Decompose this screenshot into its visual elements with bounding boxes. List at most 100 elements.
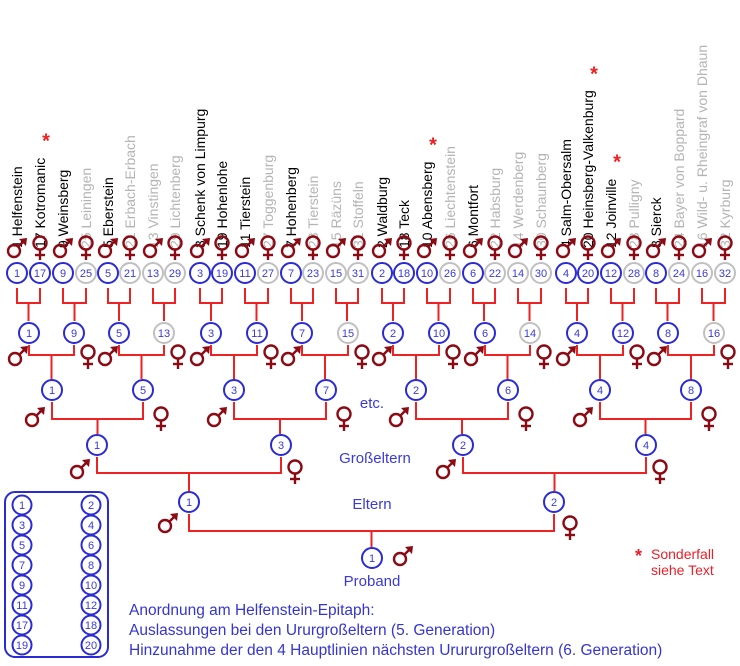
female-symbol-icon (652, 459, 668, 484)
female-symbol-icon (32, 235, 48, 260)
node-number: 14 (524, 328, 536, 340)
legend-node: 5 (11, 534, 33, 556)
male-symbol-icon (97, 238, 118, 259)
ancestor-node-gen4: 1 (41, 379, 63, 401)
ancestor-name: 25 Leiningen (78, 168, 94, 248)
ancestor-name: 21 Erbach-Erbach (122, 135, 138, 248)
special-case-star-icon: * (429, 135, 437, 157)
node-number: 20 (582, 268, 594, 280)
node-number: 1 (14, 268, 20, 280)
pair-connector (610, 288, 635, 304)
female-symbol-icon (78, 235, 94, 260)
node-number: 31 (352, 268, 364, 280)
legend-node: 2 (80, 494, 102, 516)
node-number: 15 (330, 268, 342, 280)
female-symbol-icon (717, 235, 733, 260)
ancestor-node-gen6: 17 (29, 262, 51, 284)
special-case-star-icon: * (42, 131, 50, 153)
ancestor-node-gen3: 3 (270, 434, 292, 456)
ancestor-node-gen6: 1 (6, 262, 28, 284)
node-number: 2 (379, 268, 385, 280)
svg-text:8: 8 (88, 560, 94, 572)
node-circle (635, 434, 657, 456)
pair-connector (152, 288, 176, 304)
node-number: 27 (262, 268, 274, 280)
ancestor-node-gen6: 19 (211, 262, 233, 284)
node-number: 10 (433, 328, 445, 340)
node-number: 15 (342, 328, 354, 340)
ancestor-node-gen6: 14 (507, 262, 529, 284)
pair-connector (335, 288, 359, 304)
node-number: 29 (169, 268, 181, 280)
legend-node: 8 (80, 554, 102, 576)
ancestor-name: 12 Joinville (603, 179, 619, 248)
grandparents-label: Großeltern (339, 450, 411, 467)
node-circle (371, 262, 393, 284)
node-number: 8 (665, 328, 671, 340)
node-number: 1 (26, 328, 32, 340)
male-symbol-icon (157, 513, 178, 534)
ancestor-node-gen6: 26 (439, 262, 461, 284)
node-number: 26 (444, 268, 456, 280)
ancestor-node-gen6: 23 (302, 262, 324, 284)
ancestor-node-gen6: 2 (371, 262, 393, 284)
node-number: 4 (643, 440, 649, 452)
node-circle (270, 434, 292, 456)
ancestor-node-gen5: 4 (566, 322, 588, 344)
node-number: 1 (94, 440, 100, 452)
node-circle (86, 434, 108, 456)
ancestor-node-gen6: 6 (462, 262, 484, 284)
female-symbol-icon (533, 235, 549, 260)
node-circle (189, 262, 211, 284)
node-number: 5 (116, 328, 122, 340)
special-case-line2: siehe Text (651, 562, 714, 578)
svg-text:7: 7 (19, 560, 25, 572)
ancestor-name: 29 Lichtenberg (167, 155, 183, 248)
svg-text:10: 10 (85, 580, 97, 592)
pair-connector (517, 288, 542, 304)
legend-node: 18 (80, 614, 102, 636)
special-case-line1: Sonderfall (651, 546, 715, 562)
node-number: 12 (605, 268, 617, 280)
legend-node: 6 (80, 534, 102, 556)
ancestor-name: 5 Eberstein (100, 177, 116, 248)
male-symbol-icon (600, 238, 621, 259)
node-circle (291, 322, 313, 344)
ancestor-name: 26 Liechtenstein (442, 146, 458, 248)
node-number: 5 (105, 268, 111, 280)
pair-connector (233, 402, 327, 420)
proband-node: 1 (361, 547, 383, 569)
node-circle (474, 322, 496, 344)
node-number: 16 (696, 268, 708, 280)
male-symbol-icon (392, 546, 413, 567)
node-number: 3 (208, 328, 214, 340)
ancestor-name: 13 Vinstingen (145, 163, 161, 248)
node-number: 16 (708, 328, 720, 340)
note-additions: Hinzunahme der den 4 Hauptlinien nächste… (129, 642, 663, 659)
node-circle (600, 262, 622, 284)
ancestor-name: 18 Teck (396, 199, 412, 248)
svg-text:19: 19 (16, 640, 28, 652)
node-number: 24 (673, 268, 685, 280)
ancestor-node-gen5: 16 (703, 322, 725, 344)
node-number: 3 (197, 268, 203, 280)
node-circle (97, 262, 119, 284)
legend-node: 12 (80, 594, 102, 616)
node-circle (200, 322, 222, 344)
ancestor-name: 27 Toggenburg (260, 155, 276, 248)
svg-text:1: 1 (19, 500, 25, 512)
ancestor-node-gen6: 13 (142, 262, 164, 284)
node-number: 4 (597, 385, 603, 397)
node-number: 12 (617, 328, 629, 340)
pair-connector (484, 345, 531, 356)
svg-text:9: 9 (19, 580, 25, 592)
node-circle (223, 379, 245, 401)
ancestor-node-gen4: 5 (132, 379, 154, 401)
node-circle (257, 262, 279, 284)
pair-connector (701, 288, 726, 304)
node-circle (530, 262, 552, 284)
pair-connector (462, 457, 647, 474)
ancestor-node-gen6: 29 (164, 262, 186, 284)
legend-node: 11 (11, 594, 33, 616)
